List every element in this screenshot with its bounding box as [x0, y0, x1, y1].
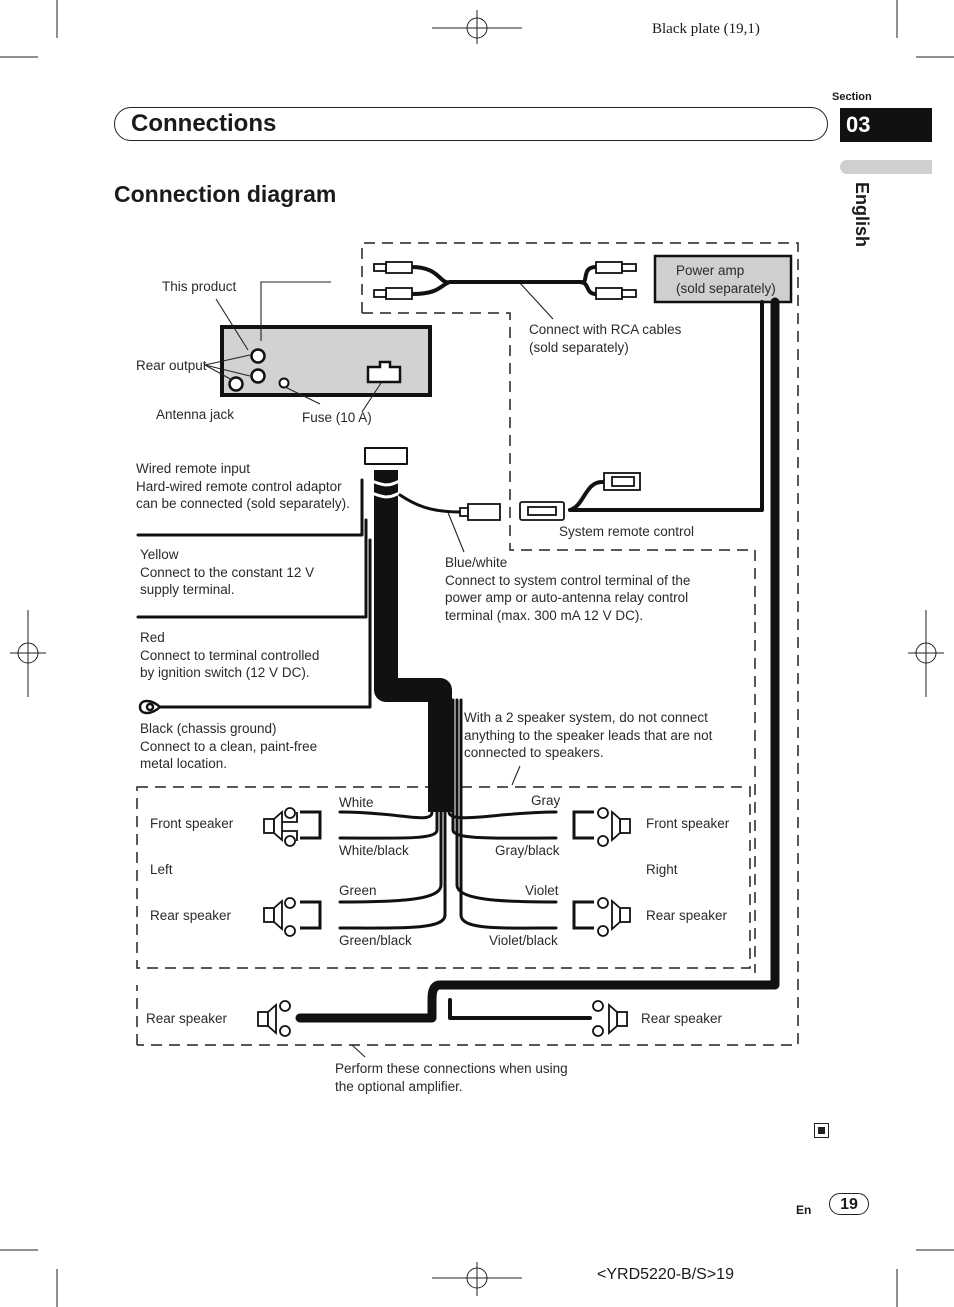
chapter-title-bar [114, 107, 828, 141]
amp-rear-right-speaker-icon [592, 1000, 628, 1037]
section-tab [840, 160, 932, 174]
rear-output-label: Rear output [136, 358, 207, 373]
footer-code: <YRD5220-B/S>19 [597, 1266, 734, 1283]
gray-black-wire-label: Gray/black [495, 843, 560, 858]
yellow-wire-label: Yellow Connect to the constant 12 V supp… [140, 547, 315, 597]
antenna-jack-label: Antenna jack [156, 407, 235, 422]
white-wire-label: White [339, 795, 374, 810]
end-mark-icon [814, 1123, 829, 1138]
power-amp-label: Power amp (sold separately) [676, 263, 776, 296]
main-harness [136, 297, 780, 1023]
section-label: Section [832, 91, 872, 103]
gray-wire-label: Gray [531, 793, 561, 808]
footer-lang: En [796, 1203, 812, 1217]
rear-speaker-left-label: Rear speaker [150, 908, 232, 923]
green-wire-label: Green [339, 883, 377, 898]
fuse-label: Fuse (10 A) [302, 410, 372, 425]
leader-lines [204, 281, 554, 1058]
rear-right-speaker-icon [572, 897, 631, 937]
left-label: Left [150, 862, 173, 877]
amp-rear-speaker-right-label: Rear speaker [641, 1011, 723, 1026]
blue-white-wire-label: Blue/white Connect to system control ter… [445, 555, 691, 623]
system-remote-label: System remote control [559, 524, 695, 539]
green-black-wire-label: Green/black [339, 933, 412, 948]
black-wire-label: Black (chassis ground) Connect to a clea… [140, 721, 318, 771]
rear-left-speaker-icon [263, 897, 322, 937]
right-label: Right [646, 862, 678, 877]
page-number: 19 [829, 1193, 869, 1215]
optional-amp-note: Perform these connections when using the… [335, 1061, 568, 1094]
head-unit [220, 325, 432, 397]
remote-connectors [459, 472, 641, 521]
plate-label: Black plate (19,1) [652, 21, 760, 37]
two-speaker-note: With a 2 speaker system, do not connect … [464, 710, 713, 760]
rca-section [373, 254, 793, 304]
amp-rear-left-speaker-icon [257, 1000, 291, 1037]
amp-rear-speaker-left-label: Rear speaker [146, 1011, 228, 1026]
ground-terminal [138, 699, 162, 715]
rca-cables-label: Connect with RCA cables (sold separately… [529, 322, 682, 355]
front-right-speaker-icon [572, 807, 631, 847]
front-speaker-right-label: Front speaker [646, 816, 730, 831]
white-black-wire-label: White/black [339, 843, 409, 858]
dashed-boundaries [136, 242, 799, 1046]
violet-black-wire-label: Violet/black [489, 933, 558, 948]
red-wire-label: Red Connect to terminal controlled by ig… [140, 630, 320, 680]
wired-remote-label: Wired remote input Hard-wired remote con… [136, 461, 350, 511]
rear-speaker-right-label: Rear speaker [646, 908, 728, 923]
this-product-label: This product [162, 279, 237, 294]
violet-wire-label: Violet [525, 883, 559, 898]
section-number-badge: 03 [840, 108, 932, 142]
front-speaker-left-label: Front speaker [150, 816, 234, 831]
front-left-speaker-icon [263, 807, 322, 847]
chapter-title: Connections [131, 110, 277, 137]
speakers [257, 807, 631, 1037]
page-title: Connection diagram [114, 181, 337, 207]
